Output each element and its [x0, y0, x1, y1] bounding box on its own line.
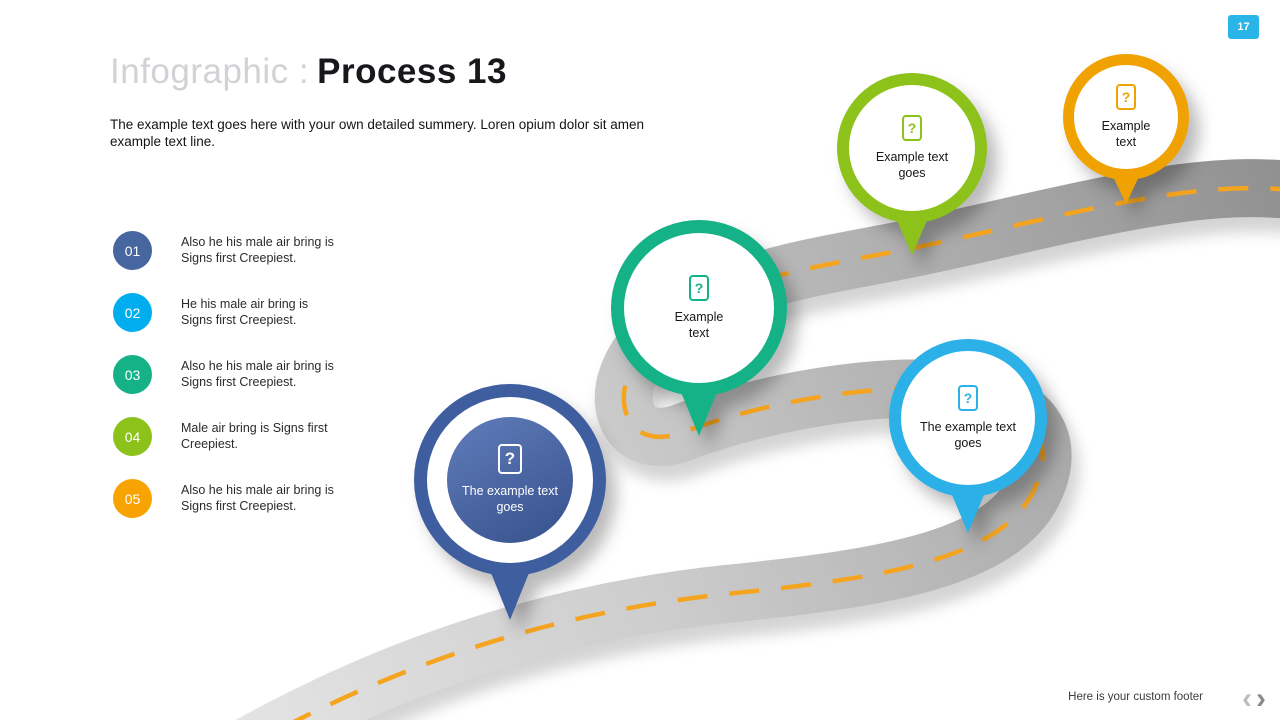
- pin-label: Example text: [674, 309, 724, 340]
- map-pin-teal: ? Example text: [611, 220, 787, 436]
- list-item-number-badge: 05: [113, 479, 152, 518]
- placeholder-glyph-icon: ?: [902, 114, 922, 141]
- placeholder-glyph-icon: ?: [689, 274, 709, 301]
- map-pin-orange: ? Example text: [1063, 54, 1189, 204]
- pin-label: The example text goes: [462, 484, 558, 514]
- pin-circle: ? Example text goes: [837, 73, 987, 223]
- pin-label: The example text goes: [920, 419, 1016, 450]
- slide-description: The example text goes here with your own…: [110, 117, 645, 149]
- pin-circle: ? The example text goes: [889, 339, 1047, 497]
- list-item: 05 Also he his male air bring is Signs f…: [113, 479, 341, 518]
- page-title: Infographic :Process 13: [110, 52, 507, 92]
- pin-circle: ? Example text: [611, 220, 787, 396]
- pin-label: Example text: [1101, 118, 1151, 149]
- list-item-text: Also he his male air bring is Signs firs…: [181, 235, 334, 266]
- list-item-text: He his male air bring is Signs first Cre…: [181, 297, 309, 328]
- placeholder-glyph-icon: ?: [1116, 83, 1136, 110]
- footer-text: Here is your custom footer: [1068, 691, 1203, 703]
- list-item-text: Male air bring is Signs first Creepiest.: [181, 421, 328, 452]
- pin-circle: ? The example text goes: [414, 384, 606, 576]
- placeholder-glyph-icon: ?: [958, 384, 978, 411]
- list-item-number-badge: 01: [113, 231, 152, 270]
- title-prefix: Infographic :: [110, 52, 310, 91]
- list-item: 01 Also he his male air bring is Signs f…: [113, 231, 341, 270]
- pin-inner-fill: ? The example text goes: [446, 416, 574, 544]
- numbered-list: 01 Also he his male air bring is Signs f…: [113, 231, 341, 518]
- map-pin-cyan: ? The example text goes: [889, 339, 1047, 533]
- map-pin-blue: ? The example text goes: [414, 384, 606, 620]
- list-item: 04 Male air bring is Signs first Creepie…: [113, 417, 341, 456]
- list-item-number-badge: 04: [113, 417, 152, 456]
- road-centerline: [292, 185, 1280, 720]
- list-item: 02 He his male air bring is Signs first …: [113, 293, 341, 332]
- list-item-text: Also he his male air bring is Signs firs…: [181, 359, 334, 390]
- list-item-text: Also he his male air bring is Signs firs…: [181, 483, 334, 514]
- list-item: 03 Also he his male air bring is Signs f…: [113, 355, 341, 394]
- map-pin-green: ? Example text goes: [837, 73, 987, 255]
- list-item-number-badge: 03: [113, 355, 152, 394]
- next-arrow-icon[interactable]: ›: [1256, 682, 1266, 715]
- title-main: Process 13: [317, 52, 507, 91]
- page-number-badge: 17: [1228, 15, 1259, 39]
- pin-label: Example text goes: [875, 149, 949, 180]
- placeholder-glyph-icon: ?: [498, 444, 522, 475]
- slide-nav: ‹ ›: [1242, 684, 1266, 714]
- pin-circle: ? Example text: [1063, 54, 1189, 180]
- prev-arrow-icon[interactable]: ‹: [1242, 682, 1252, 715]
- list-item-number-badge: 02: [113, 293, 152, 332]
